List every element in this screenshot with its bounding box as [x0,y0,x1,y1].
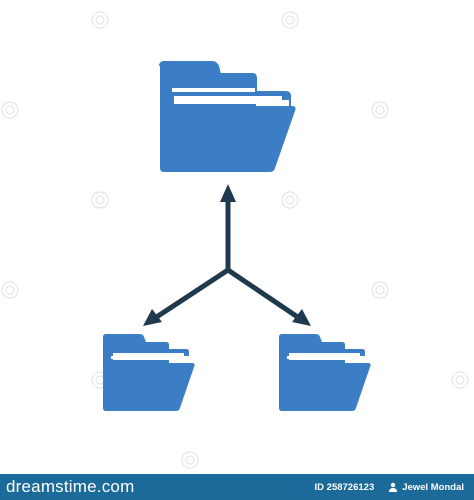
image-id-text: ID 258726123 [314,481,375,493]
author-name: Jewel Mondal [402,481,464,493]
author-credit[interactable]: Jewel Mondal [388,482,464,493]
folder-open-icon [159,61,296,172]
image-meta: ID 258726123 Jewel Mondal [315,482,464,493]
three-way-arrow-icon [149,193,305,323]
image-id: ID 258726123 [315,482,375,493]
stock-footer-bar: dreamstime.com ID 258726123 Jewel Mondal [0,474,474,500]
folder-open-icon [103,334,195,411]
arrowheads [143,184,311,326]
folder-hierarchy-illustration [1,11,469,469]
user-icon [389,482,398,492]
folder-open-icon [279,334,371,411]
brand-logo[interactable]: dreamstime.com [6,477,135,496]
